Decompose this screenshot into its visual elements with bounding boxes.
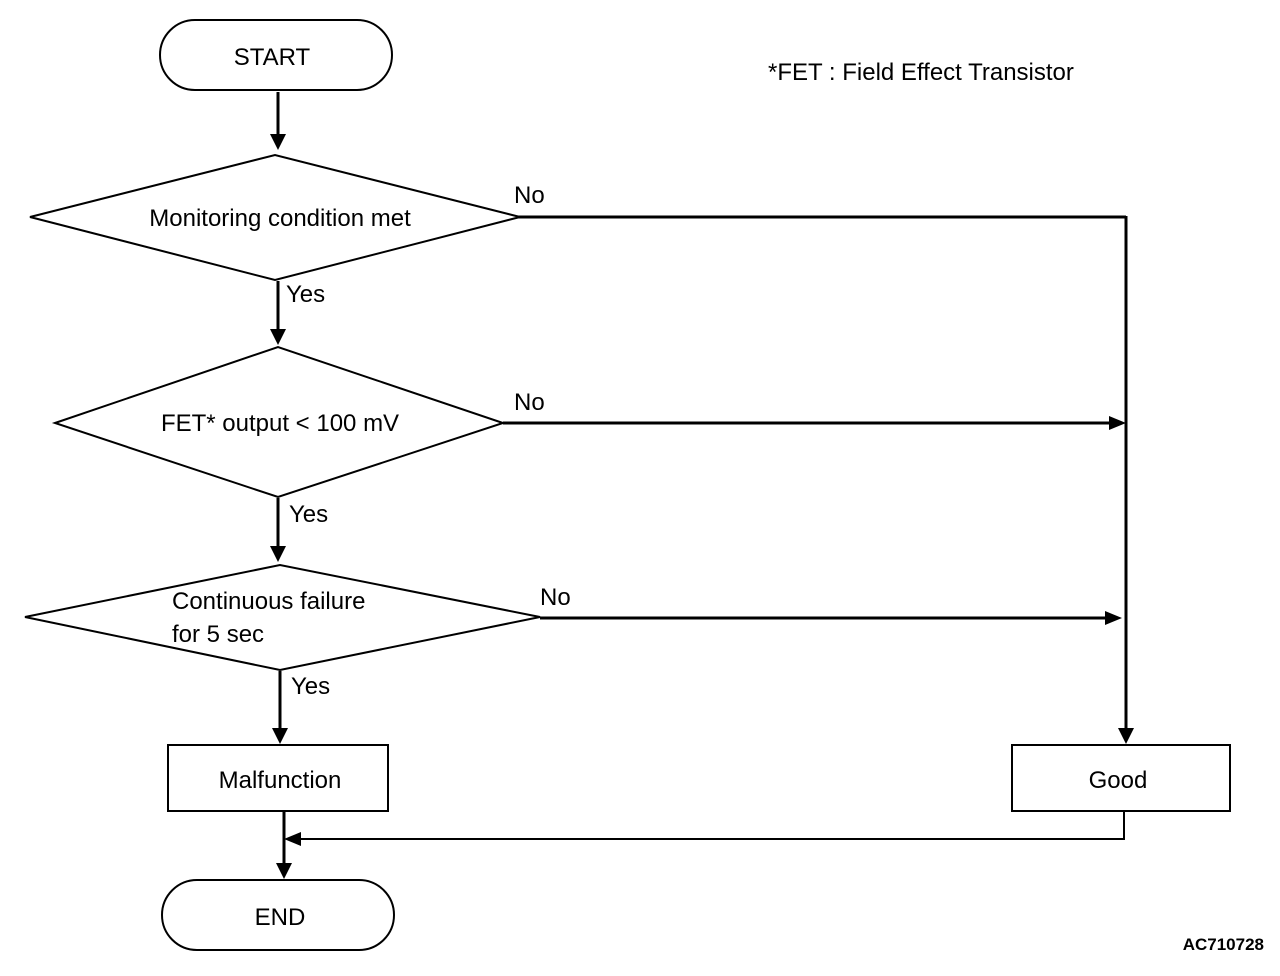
end-terminator [161, 879, 395, 951]
start-terminator [159, 19, 393, 91]
continuous-no-label: No [540, 584, 571, 611]
arrowhead-start-to-monitoring [270, 134, 286, 150]
monitoring-yes-label: Yes [286, 281, 325, 308]
decision-continuous-label-line1: Continuous failure [172, 588, 365, 615]
monitoring-no-label: No [514, 182, 545, 209]
end-label: END [255, 904, 306, 931]
arrowhead-continuous-no [1105, 611, 1122, 625]
arrowhead-fet-yes [270, 546, 286, 562]
arrowhead-continuous-yes [272, 728, 288, 744]
figure-code: AC710728 [1183, 935, 1264, 954]
arrowhead-to-good [1118, 728, 1134, 744]
good-label: Good [1089, 767, 1148, 794]
malfunction-box [167, 744, 389, 812]
good-box [1011, 744, 1231, 812]
decision-fet-label: FET* output < 100 mV [161, 410, 399, 437]
decision-continuous [24, 563, 541, 672]
decision-continuous-label-line2: for 5 sec [172, 621, 264, 648]
footnote: *FET : Field Effect Transistor [768, 59, 1074, 86]
continuous-yes-label: Yes [291, 673, 330, 700]
start-label: START [234, 44, 311, 71]
fet-yes-label: Yes [289, 501, 328, 528]
arrowhead-monitoring-yes [270, 329, 286, 345]
malfunction-label: Malfunction [219, 767, 342, 794]
arrowhead-to-end [276, 863, 292, 879]
arrowhead-fet-no [1109, 416, 1126, 430]
decision-monitoring-label: Monitoring condition met [149, 205, 411, 232]
fet-no-label: No [514, 389, 545, 416]
arrowhead-good-merge [284, 832, 301, 846]
